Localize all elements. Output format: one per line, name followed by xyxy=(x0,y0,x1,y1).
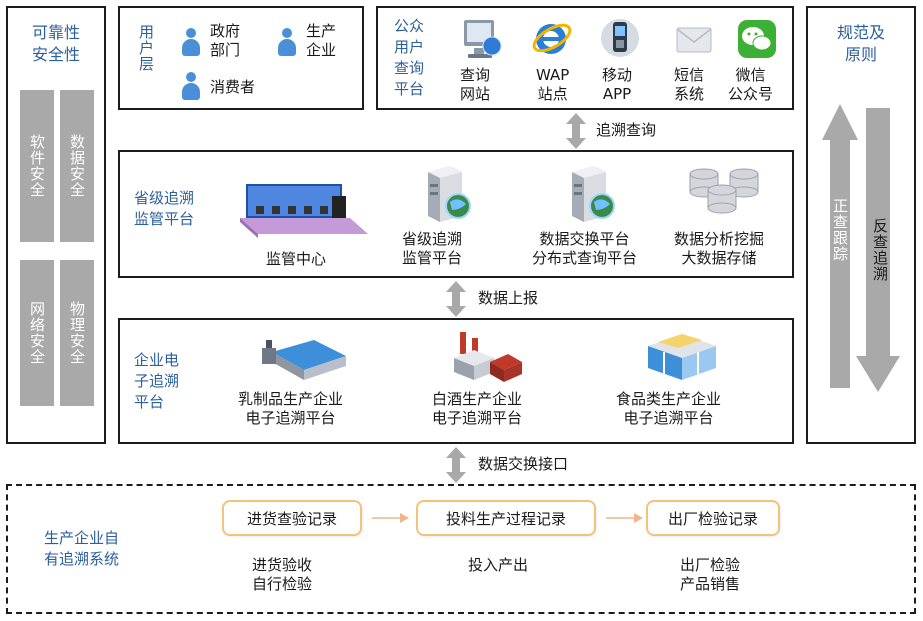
item-dairy-platform: 乳制品生产企业 电子追溯平台 xyxy=(238,390,344,427)
province-platform: 省级追溯 监管平台 监管中心 省级追溯 监管平台 数据交换平台 分布 xyxy=(118,150,794,278)
province-platform-title: 省级追溯 监管平台 xyxy=(134,189,195,228)
ie-browser-icon xyxy=(532,23,572,54)
up-arrow-icon xyxy=(822,104,858,388)
user-enterprise: 生产 企业 xyxy=(306,22,337,59)
double-arrow-icon xyxy=(446,281,466,317)
double-arrow-icon xyxy=(566,113,586,149)
user-icon xyxy=(278,28,296,56)
channel-query-website: 查询 网站 xyxy=(460,66,491,103)
sms-envelope-icon xyxy=(676,27,712,53)
channel-sms-system: 短信 系统 xyxy=(674,66,705,103)
arrow-right-icon xyxy=(372,513,409,523)
down-arrow-icon xyxy=(856,108,900,392)
control-center-icon xyxy=(240,184,368,238)
user-icon xyxy=(182,28,200,56)
right-panel: 规范及 原则 正查跟踪 反查追溯 xyxy=(806,6,916,444)
step-outgoing-desc: 出厂检验 产品销售 xyxy=(680,556,741,593)
pill-data-security: 数据安全 xyxy=(60,90,94,242)
server-globe-icon xyxy=(428,166,471,222)
item-exchange-platform: 数据交换平台 分布式查询平台 xyxy=(532,230,638,267)
step-production-process: 投料生产过程记录 xyxy=(416,500,596,536)
user-consumer: 消费者 xyxy=(210,78,256,96)
trace-arrows xyxy=(822,104,900,392)
own-system-title: 生产企业自 有追溯系统 xyxy=(44,529,120,568)
pill-software-security: 软件安全 xyxy=(20,90,54,242)
step-production-desc: 投入产出 xyxy=(468,556,529,574)
own-trace-system: 生产企业自 有追溯系统 进货查验记录 投料生产过程记录 出厂检验记录 进货验收 … xyxy=(6,484,916,614)
user-government: 政府 部门 xyxy=(210,22,241,59)
data-report-label: 数据上报 xyxy=(478,289,539,307)
arrow-right-icon xyxy=(606,513,643,523)
step-incoming-inspection: 进货查验记录 xyxy=(222,500,362,536)
user-layer: 用户层 政府 部门 生产 企业 消费者 xyxy=(118,6,364,110)
dairy-factory-icon xyxy=(262,340,346,380)
item-control-center: 监管中心 xyxy=(266,250,327,268)
user-icon xyxy=(182,72,200,100)
monitor-icon xyxy=(464,20,502,58)
server-globe-icon xyxy=(572,166,615,222)
left-panel-title: 可靠性 安全性 xyxy=(31,23,80,64)
item-food-platform: 食品类生产企业 电子追溯平台 xyxy=(616,390,722,427)
right-panel-title: 规范及 原则 xyxy=(836,23,885,64)
step-outgoing-inspection: 出厂检验记录 xyxy=(646,500,780,536)
query-platform-title: 公众 用户 查询 平台 xyxy=(394,17,425,98)
reverse-trace-label: 反查追溯 xyxy=(871,218,889,282)
query-platform: 公众 用户 查询 平台 查询 网站 WAP 站点 移动 APP 短信 系统 xyxy=(376,6,794,110)
liquor-factory-icon xyxy=(454,332,522,382)
double-arrow-icon xyxy=(446,447,466,483)
left-panel: 可靠性 安全性 软件安全 数据安全 网络安全 物理安全 xyxy=(6,6,106,444)
trace-query-label: 追溯查询 xyxy=(596,121,657,139)
channel-wap-site: WAP 站点 xyxy=(536,66,570,103)
wechat-icon xyxy=(738,20,776,58)
mobile-phone-icon xyxy=(601,19,639,57)
channel-wechat: 微信 公众号 xyxy=(728,66,774,103)
data-exchange-label: 数据交换接口 xyxy=(478,455,569,473)
item-province-platform: 省级追溯 监管平台 xyxy=(402,230,463,267)
enterprise-platform: 企业电 子追溯 平台 乳制品生产企业 电子追溯平台 白酒生产企业 电子追溯平台 … xyxy=(118,318,794,444)
database-cluster-icon xyxy=(689,168,759,214)
item-data-mining: 数据分析挖掘 大数据存储 xyxy=(674,230,765,267)
pill-network-security: 网络安全 xyxy=(20,260,54,406)
step-incoming-desc: 进货验收 自行检验 xyxy=(252,556,313,593)
pill-physical-security: 物理安全 xyxy=(60,260,94,406)
channel-mobile-app: 移动 APP xyxy=(602,66,633,103)
forward-trace-label: 正查跟踪 xyxy=(831,198,849,262)
user-layer-title: 用户层 xyxy=(137,24,155,72)
enterprise-platform-title: 企业电 子追溯 平台 xyxy=(134,351,180,411)
item-liquor-platform: 白酒生产企业 电子追溯平台 xyxy=(432,390,523,427)
food-factory-icon xyxy=(648,334,716,380)
